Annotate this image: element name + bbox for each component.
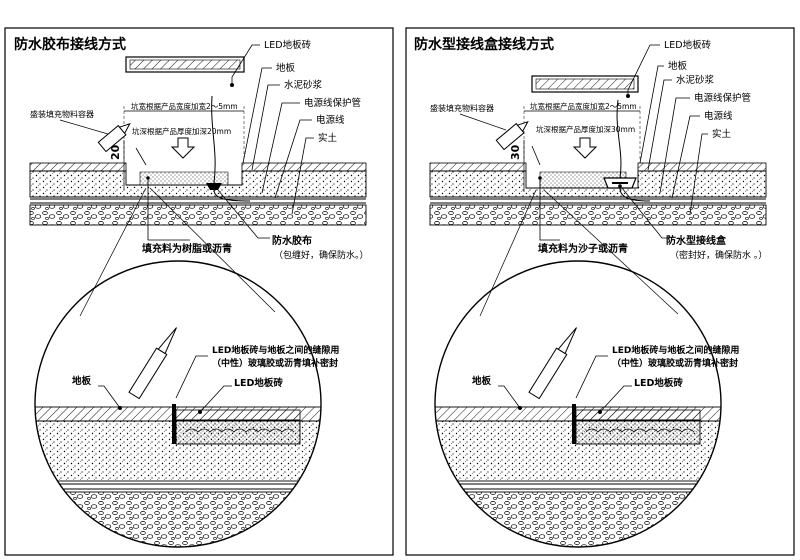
filler-container — [97, 122, 131, 153]
detail-gap-line1: LED地板砖与地板之间的缝隙用 — [212, 344, 339, 356]
right-panel-title: 防水型接线盒接线方式 — [414, 36, 554, 53]
conduit-label: 电源线保护管 — [304, 97, 361, 109]
right-detail-circle — [434, 260, 722, 548]
soil-label: 实土 — [318, 132, 338, 144]
width-note: 坑宽根据产品宽度加宽2～5mm — [530, 101, 637, 111]
mortar-label: 水泥砂浆 — [284, 79, 323, 91]
led-label: LED地板砖 — [664, 39, 712, 51]
down-arrow-icon — [170, 137, 196, 159]
floor-label: 地板 — [276, 62, 296, 74]
filler-label: 填充料为树脂或沥青 — [142, 242, 232, 255]
mortar-label: 水泥砂浆 — [676, 74, 715, 86]
seal-label: 防水胶布 — [272, 234, 312, 247]
filler-label: 填充料为沙子或沥青 — [538, 242, 628, 255]
depth-note: 坑深根据产品厚度加深30mm — [536, 124, 635, 134]
width-note: 坑宽根据产品宽度加宽2～5mm — [131, 101, 238, 111]
conduit-label: 电源线保护管 — [694, 92, 751, 104]
soil-label: 实土 — [712, 128, 732, 140]
detail-gap-line1: LED地板砖与地板之间的缝隙用 — [612, 344, 739, 356]
cable-label: 电源线 — [704, 110, 733, 122]
left-detail-circle — [34, 260, 322, 548]
detail-floor-label: 地板 — [472, 375, 492, 387]
seal-note: （密封好，确保防水 。） — [670, 249, 767, 261]
sealant-gun — [128, 327, 177, 400]
right-panel-frame — [405, 27, 795, 556]
led-label: LED地板砖 — [264, 39, 312, 51]
cable-label: 电源线 — [316, 114, 345, 126]
right-panel: 防水型接线盒接线方式 LED地板砖 地板 水泥砂浆 电源线保护管 电源线 实土 … — [414, 36, 767, 548]
depth-value: 20 — [109, 144, 122, 160]
detail-floor-label: 地板 — [72, 375, 92, 387]
sealant-gun — [528, 327, 577, 400]
detail-gap-line2: （中性）玻璃胶或沥青填补密封 — [212, 357, 338, 369]
floor-label: 地板 — [668, 60, 688, 72]
detail-gap-line2: （中性）玻璃胶或沥青填补密封 — [612, 357, 738, 369]
left-detail-content — [35, 404, 321, 547]
left-panel-frame — [4, 27, 394, 556]
depth-value: 30 — [509, 144, 522, 160]
seal-label: 防水型接线盒 — [666, 234, 727, 247]
container-label: 盛装填充物料容器 — [430, 103, 494, 113]
detail-led-label: LED地板砖 — [234, 377, 283, 389]
down-arrow-icon — [572, 137, 598, 159]
depth-note: 坑深根据产品厚度加深20mm — [132, 126, 231, 136]
filler-container — [495, 120, 529, 151]
container-label: 盛装填充物料容器 — [30, 109, 94, 119]
detail-led-label: LED地板砖 — [634, 377, 683, 389]
left-panel: 防水胶布接线方式 LED地板砖 地板 水泥砂浆 电源线保护管 电源线 实土 坑宽… — [14, 36, 369, 548]
right-detail-content — [435, 404, 721, 547]
seal-note: （包缠好，确保防水。） — [274, 249, 369, 261]
left-panel-title: 防水胶布接线方式 — [14, 36, 126, 53]
